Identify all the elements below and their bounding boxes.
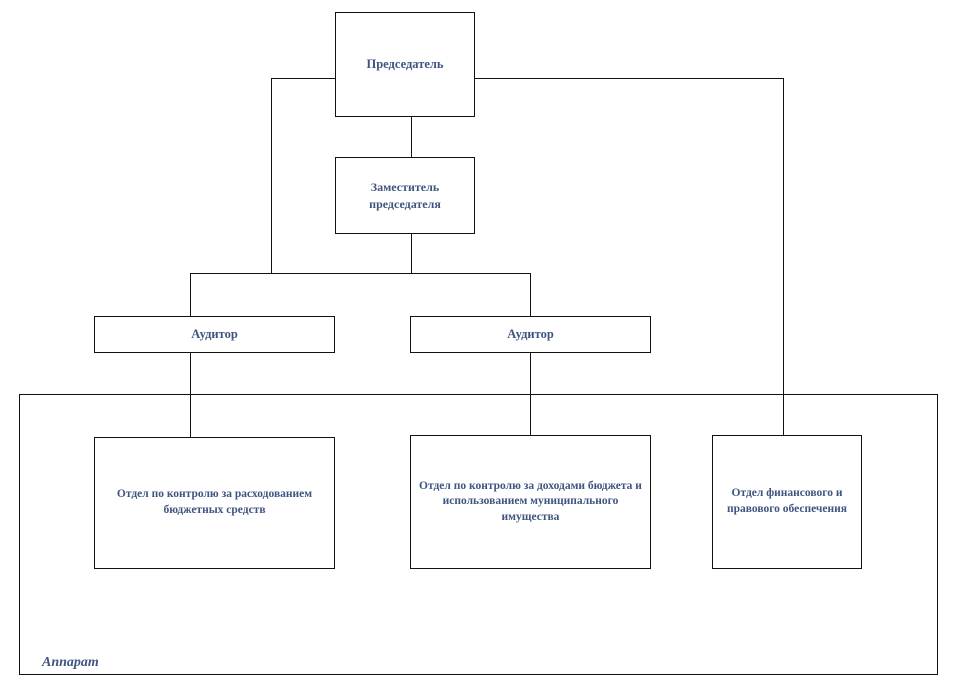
node-auditor-left[interactable]: Аудитор: [94, 316, 335, 353]
connector-bus-to-auditor-right: [530, 273, 531, 316]
node-auditor-left-label: Аудитор: [191, 327, 238, 342]
node-dept-expenditure-control[interactable]: Отдел по контролю за расходованием бюдже…: [94, 437, 335, 569]
node-dept-expenditure-control-label: Отдел по контролю за расходованием бюдже…: [116, 488, 313, 516]
node-auditor-right-label: Аудитор: [507, 327, 554, 342]
apparatus-group-caption: Аппарат: [42, 655, 99, 670]
node-chairman[interactable]: Председатель: [335, 12, 475, 117]
node-dept-financial-legal-label: Отдел финансового и правового обеспечени…: [726, 487, 847, 515]
apparatus-group-frame: [19, 394, 938, 675]
connector-chairman-bus: [271, 78, 783, 79]
node-dept-financial-legal[interactable]: Отдел финансового и правового обеспечени…: [712, 435, 862, 569]
connector-chairman-left-drop: [271, 78, 272, 273]
node-dept-revenue-control-label: Отдел по контролю за доходами бюджета и …: [419, 479, 642, 523]
node-deputy-chairman[interactable]: Заместитель председателя: [335, 157, 475, 234]
node-dept-revenue-control[interactable]: Отдел по контролю за доходами бюджета и …: [410, 435, 651, 569]
node-deputy-chairman-label: Заместитель председателя: [369, 180, 441, 211]
node-chairman-label: Председатель: [366, 57, 444, 72]
connector-bus-to-auditor-left: [190, 273, 191, 316]
connector-deputy-to-auditor-bus: [411, 233, 412, 273]
connector-chairman-to-deputy: [411, 116, 412, 157]
connector-chairman-right-drop: [783, 78, 784, 435]
connector-auditor-bus: [190, 273, 530, 274]
node-auditor-right[interactable]: Аудитор: [410, 316, 651, 353]
connector-auditor-right-to-dept: [530, 352, 531, 435]
